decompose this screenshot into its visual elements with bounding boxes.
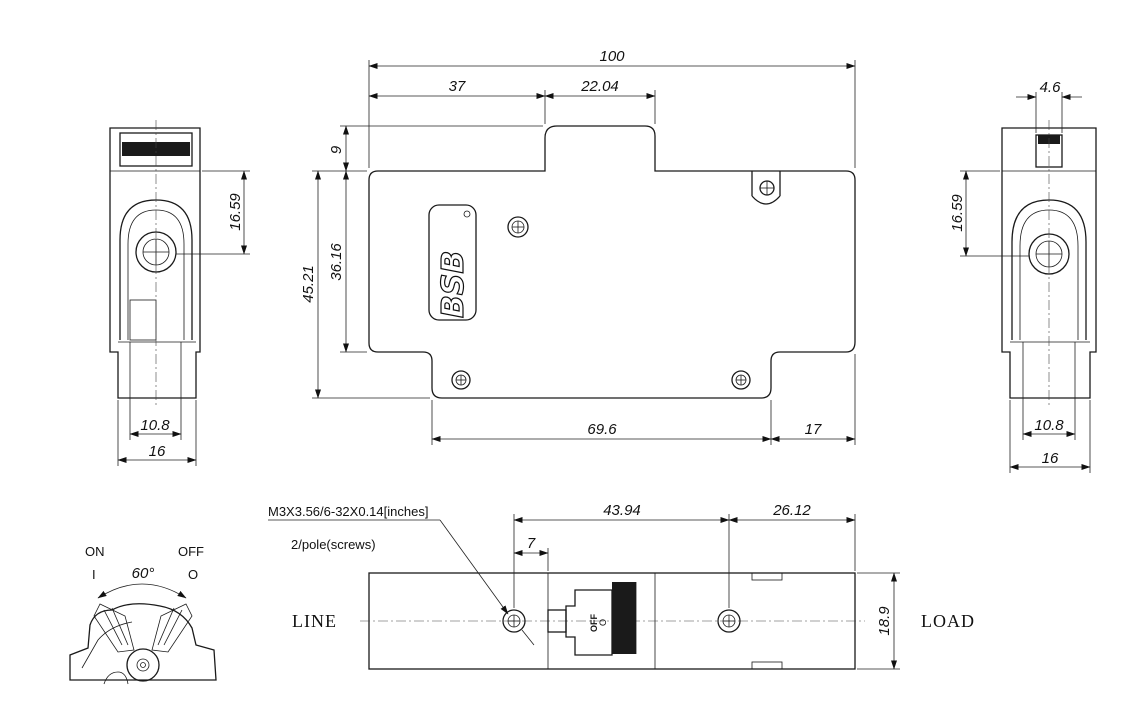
mounting-hole-center: [507, 216, 529, 238]
handle-off-position: [151, 603, 193, 653]
dim-right-screw-offset-label: 26.12: [772, 502, 811, 519]
right-view-outline: [1001, 127, 1097, 399]
bsb-logo: BSB: [428, 204, 477, 321]
handle-housing: [69, 603, 217, 681]
dim-overall-length-label: 100: [599, 48, 625, 65]
dim-bottom-height-label: 18.9: [876, 606, 893, 636]
dim-right-view-height-label: 16.59: [949, 194, 966, 232]
dim-right-view-width-label: 16: [1042, 450, 1059, 467]
mounting-hole-bottom-left: [451, 370, 471, 390]
line-label: LINE: [292, 611, 337, 631]
left-view-toggle: [122, 142, 190, 156]
load-terminal-screw: [717, 609, 741, 633]
dim-left-view-height: 16.59: [176, 170, 250, 255]
line-terminal-screw: [502, 609, 526, 633]
dim-right-view-width: 16: [1009, 400, 1091, 473]
off-label: OFF: [178, 544, 204, 559]
off-symbol-label: O: [188, 567, 198, 582]
dim-notch-width-label: 22.04: [580, 78, 619, 95]
toggle-zero-label: O: [598, 619, 608, 626]
mounting-hole-bottom-right: [731, 370, 751, 390]
logo-text: BSB: [436, 251, 471, 318]
toggle-off-label: OFF: [589, 614, 599, 632]
dim-screw-spacing: 43.94 26.12: [513, 502, 856, 608]
mounting-ear: [751, 171, 781, 205]
handle-on-position: [93, 603, 135, 653]
angle-label: 60°: [132, 565, 155, 582]
dim-body-height: 36.16: [328, 170, 367, 353]
screw-count-label: 2/pole(screws): [291, 537, 376, 552]
dim-right-view-inner-label: 10.8: [1034, 417, 1064, 434]
right-side-view: 4.6 16.59 10.8 16: [949, 79, 1097, 473]
screw-spec-label: M3X3.56/6-32X0.14[inches]: [268, 504, 428, 519]
dim-left-offset: 37: [368, 78, 546, 124]
handle-pivot: [126, 648, 160, 682]
dim-left-view-height-label: 16.59: [227, 193, 244, 231]
bottom-view: OFF O LINE LOAD M3X3.56/6-32X0.14[inches…: [268, 502, 975, 670]
dim-left-view-width-label: 16: [149, 443, 166, 460]
dim-total-height-label: 45.21: [300, 265, 317, 303]
handle-angle-detail: ON I OFF O 60°: [69, 544, 217, 685]
dim-total-height: 45.21: [300, 170, 430, 399]
dim-right-view-top-label: 4.6: [1040, 79, 1062, 96]
front-view: BSB 100 37 22.04 9: [300, 48, 856, 445]
left-side-view: 16.59 10.8 16: [109, 120, 250, 466]
on-symbol-label: I: [92, 567, 96, 582]
dim-left-view-inner-label: 10.8: [140, 417, 170, 434]
dim-screw-edge: 7: [513, 535, 549, 571]
dim-lower-width: 69.6 17: [431, 354, 856, 445]
dim-overall-length: 100: [368, 48, 856, 168]
dim-right-view-top: 4.6: [1016, 79, 1082, 133]
dim-body-height-label: 36.16: [328, 243, 345, 281]
dim-bottom-height: 18.9: [857, 572, 900, 670]
mounting-hole-top-right: [759, 180, 775, 196]
dim-notch-width: 22.04: [544, 78, 656, 124]
dim-screw-edge-label: 7: [527, 535, 536, 552]
dim-notch-depth: 9: [328, 125, 543, 172]
dim-right-offset-label: 17: [805, 421, 822, 438]
load-label: LOAD: [921, 611, 975, 631]
front-body-outline: [368, 125, 856, 399]
left-view-outline: [109, 127, 201, 399]
dim-right-view-inner: 10.8: [1022, 342, 1076, 440]
on-label: ON: [85, 544, 105, 559]
bottom-view-toggle: OFF O: [547, 582, 637, 656]
dim-left-offset-label: 37: [449, 78, 466, 95]
dim-right-view-height: 16.59: [949, 170, 1029, 257]
dim-lower-width-label: 69.6: [587, 421, 617, 438]
dim-left-view-width: 16: [117, 400, 197, 466]
dim-screw-spacing-label: 43.94: [603, 502, 641, 519]
dim-left-view-inner: 10.8: [129, 342, 182, 440]
screw-spec-callout: M3X3.56/6-32X0.14[inches] 2/pole(screws): [268, 504, 535, 646]
dim-notch-depth-label: 9: [328, 145, 345, 154]
